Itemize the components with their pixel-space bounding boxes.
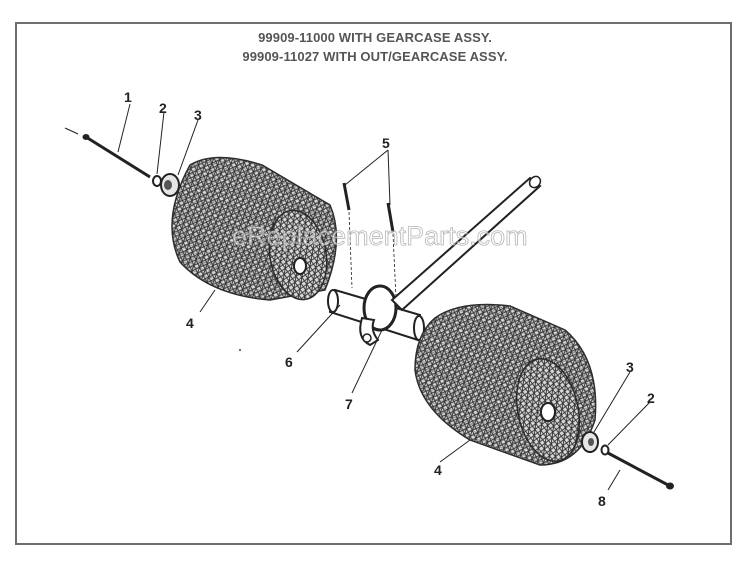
bolt-left (64, 127, 151, 179)
diagram-frame (15, 22, 732, 545)
bushing-right (581, 431, 599, 453)
header-title-with-gearcase: 99909-11000 WITH GEARCASE ASSY. (258, 30, 492, 45)
callout-1: 1 (124, 89, 132, 105)
bolt-right (607, 451, 674, 490)
handle-pole (390, 175, 542, 312)
callout-2-left: 2 (159, 100, 167, 116)
gearcase (359, 284, 398, 347)
callout-7: 7 (345, 396, 353, 412)
set-screws (342, 182, 397, 299)
header-title-without-gearcase: 99909-11027 WITH OUT/GEARCASE ASSY. (242, 49, 508, 64)
watermark-text: eReplacementParts.com (232, 221, 528, 251)
callout-4-left: 4 (186, 315, 194, 331)
bushing-left (160, 173, 180, 197)
brush-roller-left (171, 156, 338, 301)
brush-roller-right (414, 303, 597, 466)
callout-5: 5 (382, 135, 390, 151)
washer-right (600, 444, 610, 456)
callout-6: 6 (285, 354, 293, 370)
callout-3-left: 3 (194, 107, 202, 123)
callout-2-right: 2 (647, 390, 655, 406)
callout-8: 8 (598, 493, 606, 509)
washer-left (152, 175, 162, 187)
leader-lines (117, 103, 651, 491)
callout-3-right: 3 (626, 359, 634, 375)
callout-4-right: 4 (434, 462, 442, 478)
